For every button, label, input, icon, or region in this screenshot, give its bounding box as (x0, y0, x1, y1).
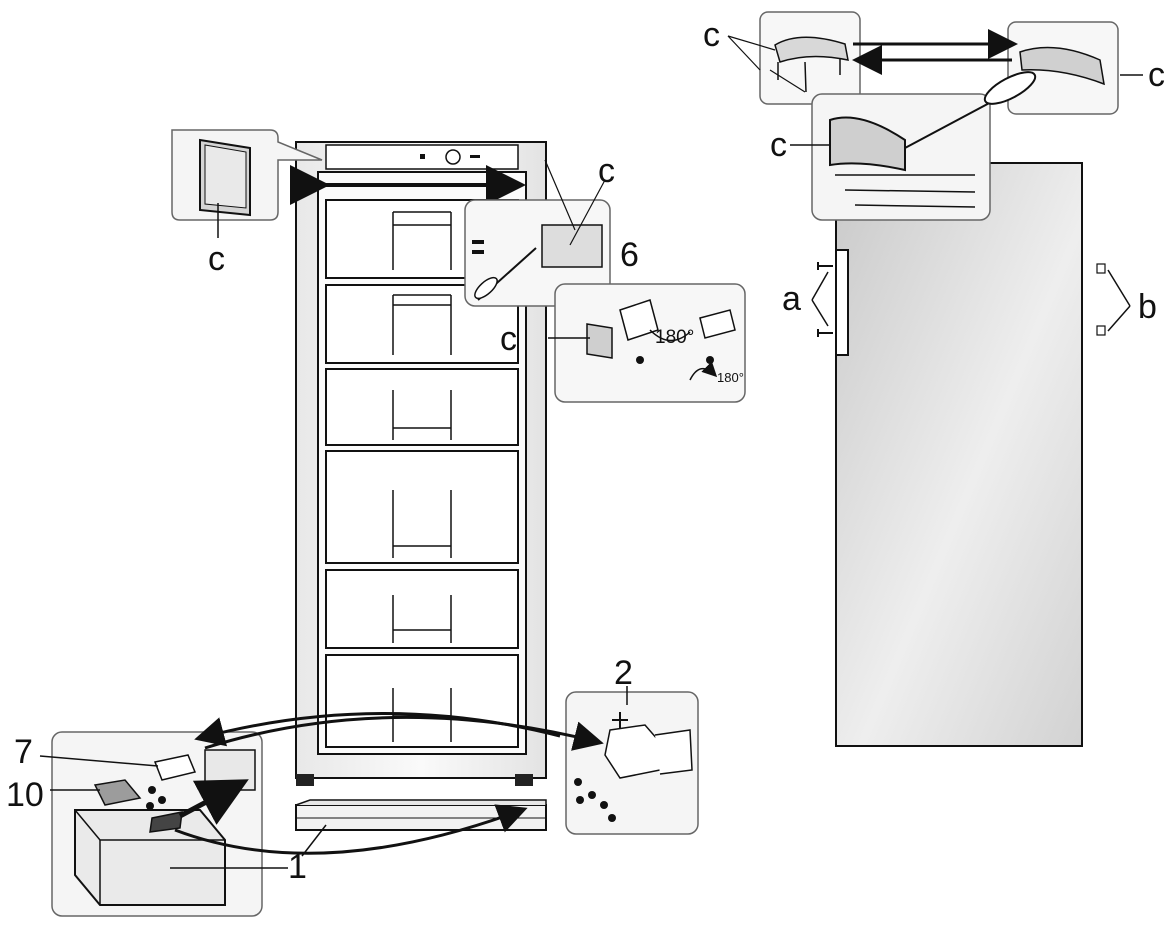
label-180-small: 180° (717, 370, 744, 385)
freezer-door (811, 162, 1131, 747)
label-b: b (1138, 288, 1157, 326)
detail-hinge-rotate (554, 283, 746, 403)
label-c-screwdriver: c (770, 126, 787, 164)
label-c-left-cover: c (208, 240, 225, 278)
screw-icon (817, 329, 833, 337)
label-10: 10 (6, 776, 44, 814)
hinge-cover (586, 323, 613, 359)
label-c-top-hinge: c (598, 152, 615, 190)
foot (296, 774, 314, 786)
detail-screwdriver-cap (811, 71, 1037, 221)
drawer (325, 569, 519, 649)
thermostat-knob-icon (445, 149, 461, 165)
drawer (325, 654, 519, 748)
screw-icon (817, 262, 833, 270)
detail-bottom-right (565, 691, 699, 835)
label-180-large: 180° (655, 327, 694, 348)
label-6: 6 (620, 236, 639, 274)
drawer (325, 368, 519, 446)
door-handle (835, 249, 849, 356)
detail-top-cover (171, 129, 323, 221)
label-1: 1 (288, 848, 307, 886)
label-a: a (782, 280, 801, 318)
plug-icon (1096, 325, 1106, 336)
detail-cap-left (759, 11, 861, 105)
label-7: 7 (14, 733, 33, 771)
drawer (325, 450, 519, 564)
label-2: 2 (614, 654, 633, 692)
foot (515, 774, 533, 786)
label-c-caps: c (703, 16, 720, 54)
detail-cap-right (1007, 21, 1119, 115)
label-c-right-cap: c (1148, 56, 1165, 94)
plug-icon (1096, 263, 1106, 274)
label-c-hinge-cover: c (500, 320, 517, 358)
